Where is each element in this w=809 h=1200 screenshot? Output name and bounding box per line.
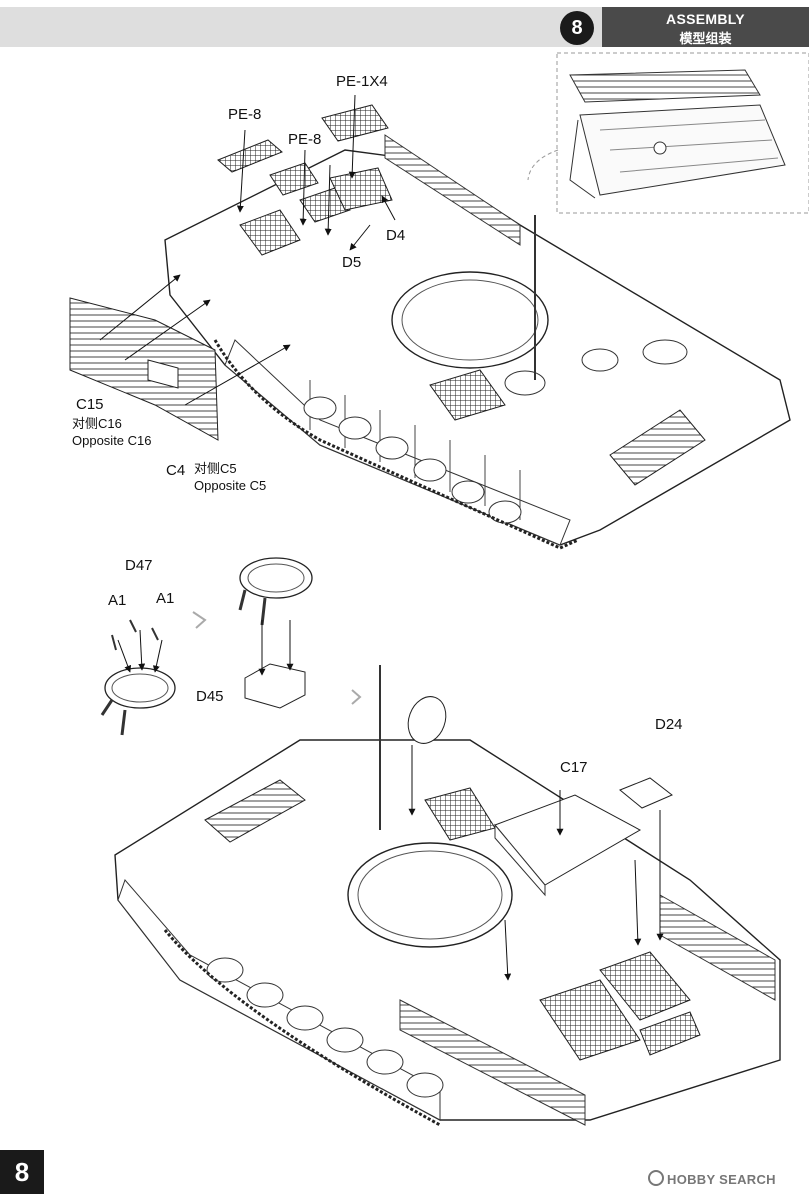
c15-opposite-zh: 对侧C16 xyxy=(72,416,122,431)
page-number: 8 xyxy=(0,1150,44,1194)
callout-c17: C17 xyxy=(560,759,588,776)
callout-d47: D47 xyxy=(125,557,153,574)
c4-opposite-en: Opposite C5 xyxy=(194,478,267,493)
inset-detail xyxy=(527,52,809,214)
callout-c15: C15 xyxy=(76,396,104,413)
bottom-hull-drawing xyxy=(114,665,781,1127)
callout-d4: D4 xyxy=(386,227,406,244)
watermark-text: HOBBY SEARCH xyxy=(667,1172,776,1187)
watermark: HOBBY SEARCH xyxy=(648,1170,776,1187)
callout-pe-8-right: PE-8 xyxy=(288,131,322,148)
c4-opposite-note: 对侧C5 Opposite C5 xyxy=(194,460,266,494)
callout-a1-right: A1 xyxy=(156,590,175,607)
callout-d24: D24 xyxy=(655,716,683,733)
callout-d5: D5 xyxy=(342,254,362,271)
c15-opposite-en: Opposite C16 xyxy=(72,433,152,448)
c4-opposite-zh: 对侧C5 xyxy=(194,461,237,476)
callout-d45: D45 xyxy=(196,688,224,705)
callout-c4: C4 xyxy=(166,462,186,479)
callout-pe-1x4: PE-1X4 xyxy=(336,73,388,90)
callout-a1-left: A1 xyxy=(108,592,127,609)
step-number-badge: 8 xyxy=(560,11,594,45)
callout-pe-8-left: PE-8 xyxy=(228,106,262,123)
hatch-detail xyxy=(100,557,362,736)
watermark-logo-icon xyxy=(648,1170,664,1186)
c15-opposite-note: 对侧C16 Opposite C16 xyxy=(72,415,152,449)
section-title-en: ASSEMBLY xyxy=(666,11,745,27)
section-title-zh: 模型组装 xyxy=(679,31,732,46)
top-hull-drawing xyxy=(69,94,791,550)
section-tag: ASSEMBLY 模型组装 xyxy=(602,7,809,47)
